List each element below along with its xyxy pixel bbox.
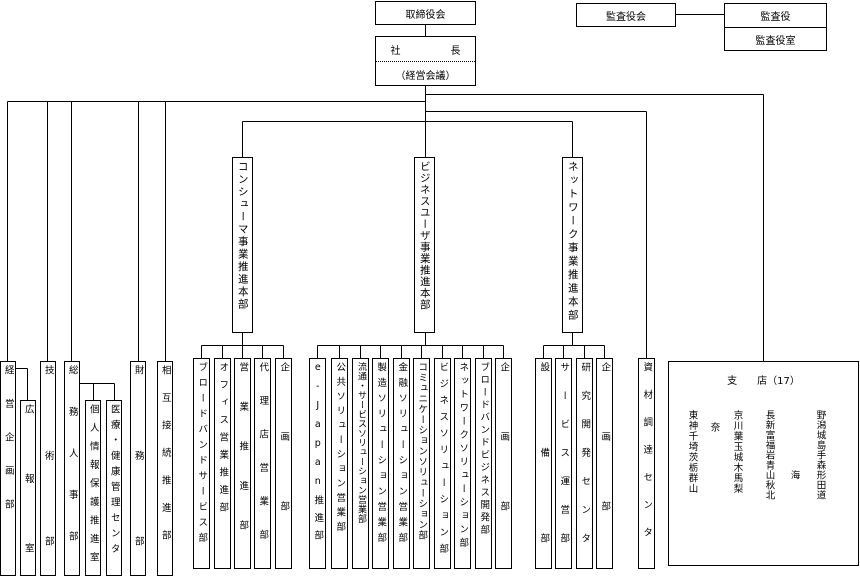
auditor-label: 監査役 — [760, 12, 791, 23]
dept-seizou: 製造ソリューション営業部 — [372, 358, 389, 569]
dept-business-kikaku: 企画部 — [495, 358, 512, 569]
network-hq-box: ネットワーク事業推進本部 — [562, 157, 583, 333]
dept-consumer-kikaku-label: 企画部 — [278, 362, 290, 569]
dept-keiei-kikaku-label: 経営企画部 — [2, 365, 14, 533]
dept-business-solution: ビジネスソリューション部 — [434, 358, 451, 569]
dept-koukyou-label: 公共ソリューション営業部 — [334, 362, 346, 536]
branches-title: 支 店（17） — [727, 376, 800, 387]
branches-columns: 東神千埼茨栃群山 奈 京川葉玉城木馬梨 長新富福岩青山秋北 海 野潟城島手森形田… — [669, 410, 860, 560]
dept-sougo-setsuzoku-label: 相互接続推進部 — [159, 365, 171, 558]
president-box: 社 長 （経営会議） — [375, 36, 476, 86]
branch-column-1: 東神千埼茨栃群山 — [686, 410, 698, 494]
management-meeting-label: （経営会議） — [395, 70, 456, 82]
dept-koukyou: 公共ソリューション営業部 — [331, 358, 348, 569]
branch-column-6: 野潟城島手森形田道 — [814, 410, 826, 500]
dept-network-kikaku-label: 企画部 — [599, 362, 611, 569]
dept-gijutsu-label: 技術部 — [42, 365, 54, 576]
dept-ejapan-label: e-Japan推進部 — [312, 362, 324, 548]
dept-keiei-kikaku: 経営企画部 — [0, 361, 16, 576]
dept-network-solution: ネットワークソリューション部 — [454, 358, 471, 569]
dept-broadband-service-label: ブロードバンドサービス部 — [196, 362, 208, 548]
auditors-board-box: 監査役会 — [576, 3, 676, 27]
dept-kinyu-label: 金融ソリューション営業部 — [396, 362, 408, 548]
dept-zaimu: 財務部 — [130, 361, 146, 576]
dept-kouhou: 広報室 — [20, 400, 36, 576]
dept-office-eigyo: オフィス営業推進部 — [214, 358, 231, 569]
dept-soumu-jinji: 総務人事部 — [64, 361, 80, 576]
branch-column-5: 海 — [788, 470, 800, 480]
dept-shizai-chotatsu-label: 資材調達センタ — [641, 362, 653, 555]
dept-broadband-service: ブロードバンドサービス部 — [193, 358, 210, 569]
auditor-box: 監査役 監査役室 — [724, 3, 827, 51]
dept-business-kikaku-label: 企画部 — [498, 362, 510, 569]
dept-service-unei-label: サービス運営部 — [558, 362, 570, 562]
dept-eigyo-suishin-label: 営業推進部 — [237, 362, 249, 560]
dept-communication: コミュニケーションソリューション部 — [413, 358, 430, 569]
consumer-hq-label: コンシューマ事業推進本部 — [236, 161, 249, 311]
dept-setsubi: 設備部 — [535, 358, 552, 569]
dept-dairiten-label: 代理店営業部 — [257, 362, 269, 563]
dept-kojin-joho: 個人情報保護推進室 — [85, 400, 101, 576]
dept-sougo-setsuzoku: 相互接続推進部 — [157, 361, 173, 576]
dept-ryutsu: 流通・サービスソリューション営業部 — [352, 358, 369, 569]
auditors-board-label: 監査役会 — [606, 11, 646, 23]
dept-zaimu-label: 財務部 — [132, 365, 144, 576]
branch-column-2: 奈 — [708, 422, 720, 432]
dept-setsubi-label: 設備部 — [538, 362, 550, 569]
dept-office-eigyo-label: オフィス営業推進部 — [217, 362, 229, 520]
consumer-hq-box: コンシューマ事業推進本部 — [232, 157, 253, 333]
dept-network-kikaku: 企画部 — [596, 358, 613, 569]
dept-broadband-business: ブロードバンドビジネス開発部 — [475, 358, 492, 569]
dept-service-unei: サービス運営部 — [555, 358, 572, 569]
board-of-directors-box: 取締役会 — [375, 1, 476, 25]
dept-ryutsu-label: 流通・サービスソリューション営業部 — [356, 362, 366, 524]
dept-consumer-kikaku: 企画部 — [275, 358, 292, 569]
president-label: 社 長 — [390, 45, 461, 57]
dept-iryo-kenko-label: 医療・健康管理センタ — [108, 404, 120, 559]
network-hq-label: ネットワーク事業推進本部 — [566, 161, 579, 323]
dept-iryo-kenko: 医療・健康管理センタ — [106, 400, 122, 576]
dept-gijutsu: 技術部 — [40, 361, 56, 576]
audit-office-label: 監査役室 — [755, 36, 796, 47]
dept-ejapan: e-Japan推進部 — [309, 358, 326, 569]
dept-kenkyu-label: 研究開発センタ — [579, 362, 591, 562]
dept-shizai-chotatsu: 資材調達センタ — [638, 358, 655, 569]
dept-communication-label: コミュニケーションソリューション部 — [416, 362, 428, 541]
dept-kouhou-label: 広報室 — [22, 404, 34, 576]
dept-seizou-label: 製造ソリューション営業部 — [375, 362, 387, 548]
dept-kojin-joho-label: 個人情報保護推進室 — [87, 404, 99, 571]
dept-kinyu: 金融ソリューション営業部 — [393, 358, 410, 569]
dept-network-solution-label: ネットワークソリューション部 — [457, 362, 469, 551]
dept-kenkyu: 研究開発センタ — [576, 358, 593, 569]
dept-broadband-business-label: ブロードバンドビジネス開発部 — [478, 362, 490, 537]
branches-box: 支 店（17） 東神千埼茨栃群山 奈 京川葉玉城木馬梨 長新富福岩青山秋北 海 … — [668, 361, 859, 566]
branch-column-4: 長新富福岩青山秋北 — [763, 410, 775, 500]
dept-business-solution-label: ビジネスソリューション部 — [437, 362, 449, 560]
board-of-directors-label: 取締役会 — [405, 9, 446, 21]
dept-dairiten: 代理店営業部 — [254, 358, 271, 569]
branch-column-3: 京川葉玉城木馬梨 — [731, 410, 743, 494]
dept-eigyo-suishin: 営業推進部 — [234, 358, 251, 569]
dept-soumu-jinji-label: 総務人事部 — [66, 365, 78, 573]
business-hq-box: ビジネスユーザ事業推進本部 — [414, 157, 435, 333]
business-hq-label: ビジネスユーザ事業推進本部 — [418, 161, 431, 311]
